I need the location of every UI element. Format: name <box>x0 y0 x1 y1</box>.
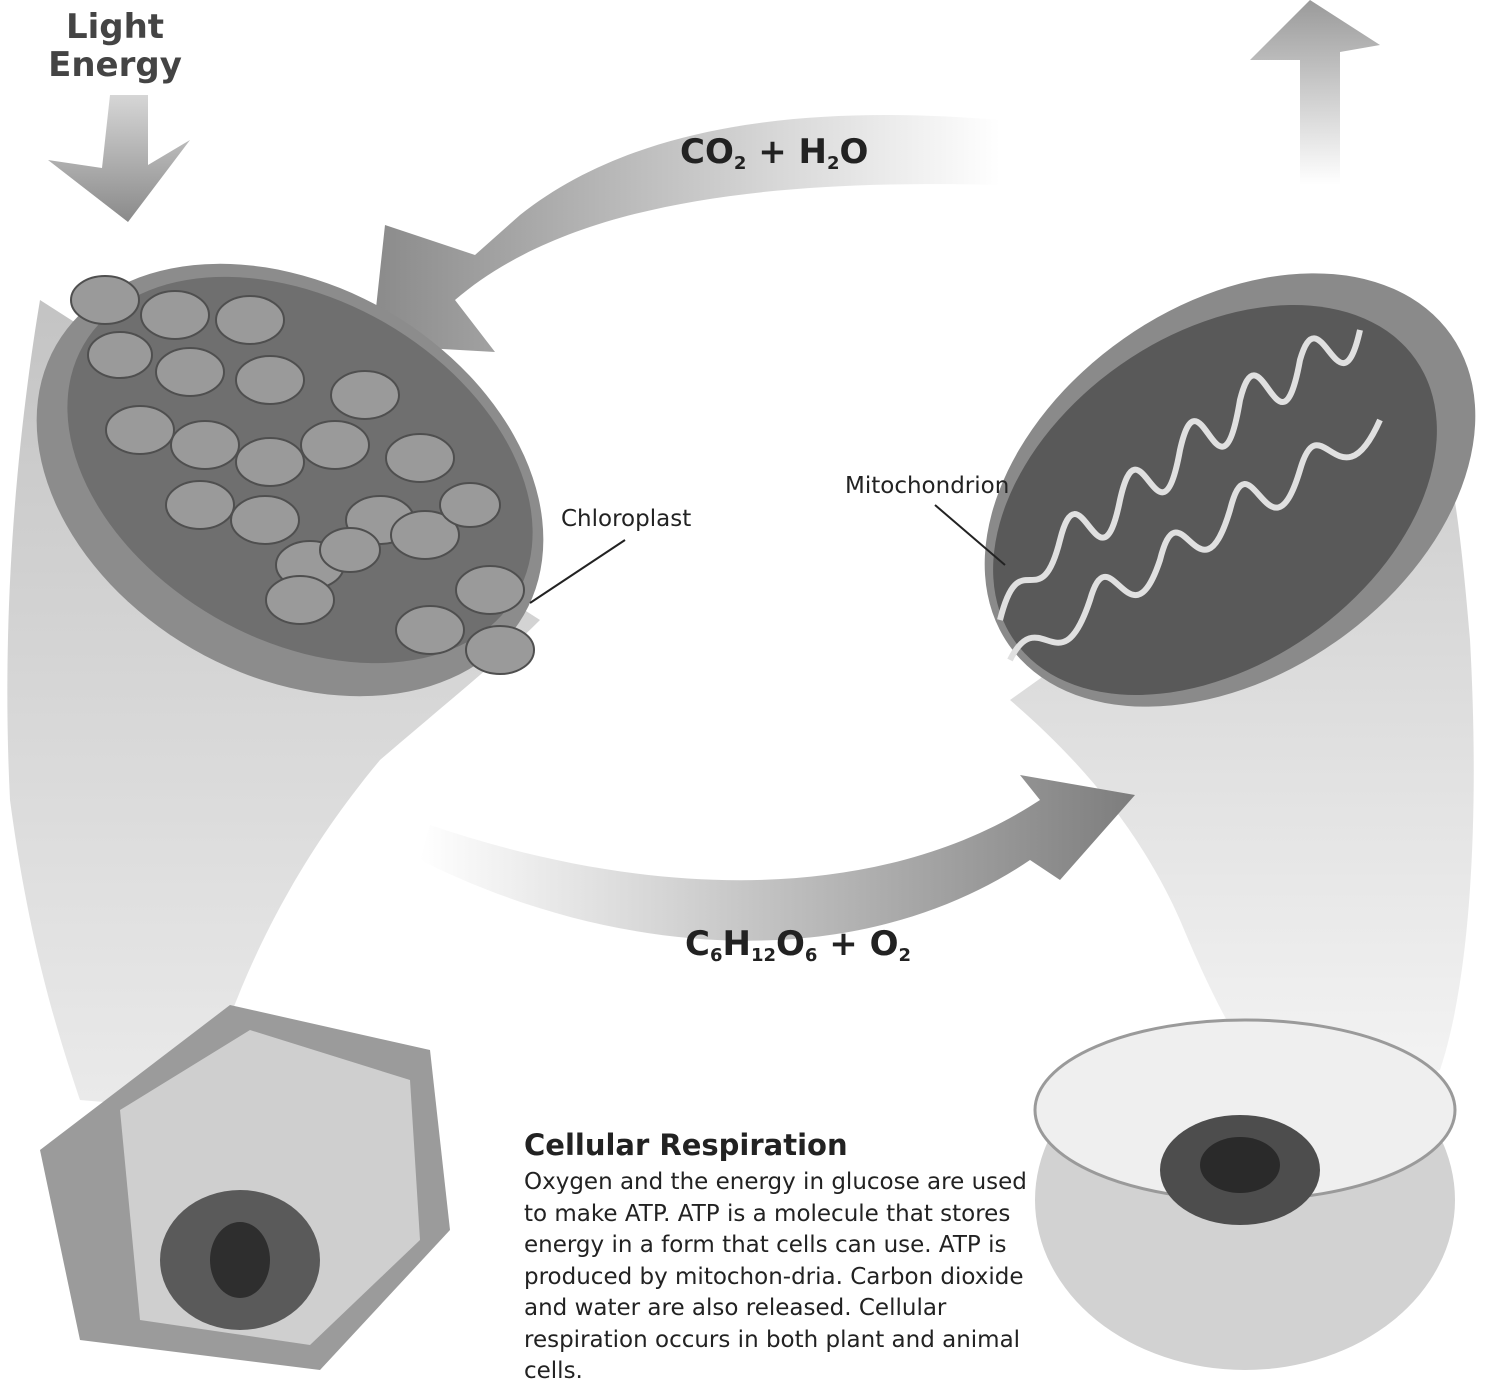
top-formula: CO2 + H2O <box>680 132 868 174</box>
light-energy-arrow <box>48 95 190 222</box>
animal-cell <box>1035 1020 1455 1370</box>
caption-body: Oxygen and the energy in glucose are use… <box>524 1167 1044 1388</box>
mitochondrion-label: Mitochondrion <box>845 473 1009 499</box>
formula-part: O <box>840 132 869 172</box>
formula-subscript: 2 <box>827 153 840 174</box>
formula-subscript: 6 <box>710 945 723 966</box>
formula-part: CO <box>680 132 734 172</box>
formula-part: C <box>685 924 710 964</box>
formula-part: + H <box>746 132 827 172</box>
formula-part: + O <box>817 924 898 964</box>
formula-subscript: 6 <box>805 945 818 966</box>
formula-part: H <box>722 924 750 964</box>
chloroplast-label: Chloroplast <box>561 506 691 532</box>
formula-subscript: 2 <box>734 153 747 174</box>
chloroplast-leader-line <box>530 540 625 603</box>
heat-energy-arrow <box>1250 0 1380 185</box>
formula-subscript: 2 <box>899 945 912 966</box>
light-energy-label: Light Energy <box>40 8 190 84</box>
formula-subscript: 12 <box>751 945 776 966</box>
bottom-curved-arrow <box>420 775 1135 941</box>
formula-part: O <box>776 924 805 964</box>
bottom-formula: C6H12O6 + O2 <box>685 924 911 966</box>
caption-title: Cellular Respiration <box>524 1128 848 1162</box>
